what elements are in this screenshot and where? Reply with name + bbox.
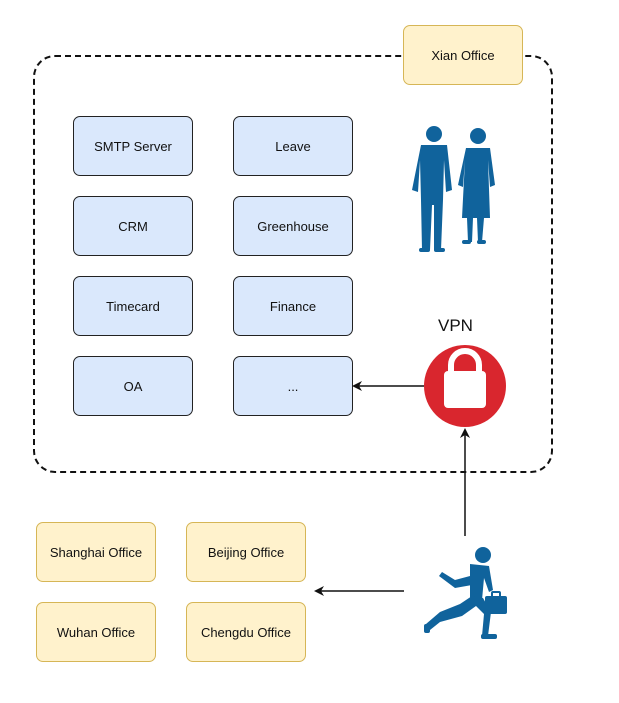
system-greenhouse: Greenhouse bbox=[233, 196, 353, 256]
office-label: Wuhan Office bbox=[56, 624, 136, 640]
system-finance: Finance bbox=[233, 276, 353, 336]
system-leave: Leave bbox=[233, 116, 353, 176]
office-label: Chengdu Office bbox=[200, 624, 292, 640]
office-wuhan: Wuhan Office bbox=[36, 602, 156, 662]
system-label: Greenhouse bbox=[257, 218, 329, 234]
system-label: Timecard bbox=[106, 298, 160, 314]
system-label: Leave bbox=[275, 138, 311, 154]
xian-office-box: Xian Office bbox=[403, 25, 523, 85]
vpn-label: VPN bbox=[438, 316, 473, 335]
office-label: Shanghai Office bbox=[49, 544, 143, 560]
system-label: CRM bbox=[118, 218, 148, 234]
office-beijing: Beijing Office bbox=[186, 522, 306, 582]
system-crm: CRM bbox=[73, 196, 193, 256]
system-timecard: Timecard bbox=[73, 276, 193, 336]
system-more: ... bbox=[233, 356, 353, 416]
system-label: Finance bbox=[269, 298, 317, 314]
padlock-icon bbox=[424, 345, 506, 427]
system-oa: OA bbox=[73, 356, 193, 416]
running-businessman-icon bbox=[424, 547, 507, 639]
system-label: OA bbox=[123, 378, 143, 394]
office-label: Beijing Office bbox=[207, 544, 285, 560]
system-label: SMTP Server bbox=[94, 138, 172, 154]
system-smtp-server: SMTP Server bbox=[73, 116, 193, 176]
business-people-icon bbox=[412, 126, 495, 252]
internal-network-boundary bbox=[33, 55, 553, 473]
system-label: ... bbox=[287, 378, 299, 394]
xian-office-label: Xian Office bbox=[431, 47, 495, 63]
office-chengdu: Chengdu Office bbox=[186, 602, 306, 662]
office-shanghai: Shanghai Office bbox=[36, 522, 156, 582]
